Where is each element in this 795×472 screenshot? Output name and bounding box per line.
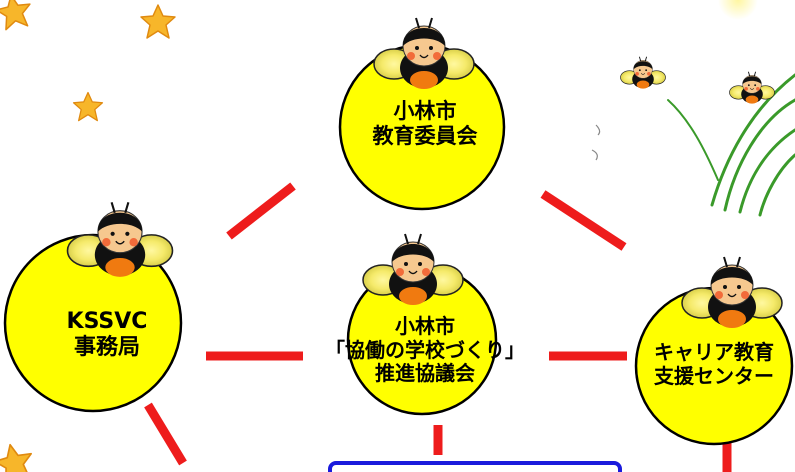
star-icon — [72, 91, 104, 122]
node-label-line: 推進協議会 — [375, 361, 475, 386]
bee-mascot-icon — [362, 233, 464, 306]
node-label-line: 「協働の学校づくり」 — [325, 337, 525, 362]
node-label-kssvc: KSSVC 事務局 — [22, 309, 192, 361]
node-label-line: 小林市 — [395, 314, 455, 338]
grass-icon — [667, 73, 795, 217]
bee-mascot-icon — [681, 256, 783, 329]
bee-mascot-icon — [373, 17, 475, 90]
star-icon — [140, 4, 176, 39]
star-icon — [0, 0, 35, 32]
node-label-line: 事務局 — [73, 334, 140, 360]
node-label-kyoiku-iinkai: 小林市 教育委員会 — [350, 99, 500, 149]
bottom-box — [328, 461, 622, 472]
bee-mascot-icon — [620, 56, 666, 90]
connector-kssvc-down — [144, 402, 187, 466]
star-icon — [0, 439, 37, 472]
node-label-line: 教育委員会 — [372, 123, 478, 148]
connector-kyoiku-career — [540, 190, 627, 251]
node-label-line: KSSVC — [66, 309, 148, 334]
bee-mascot-icon — [66, 201, 174, 278]
node-label-kyogikai: 小林市 「協働の学校づくり」 推進協議会 — [300, 314, 550, 386]
connector-kyoiku-kssvc — [226, 182, 296, 240]
connector-lines — [144, 182, 732, 472]
node-label-line: キャリア教育 — [654, 340, 774, 364]
node-label-line: 小林市 — [393, 99, 457, 123]
node-label-line: 支援センター — [654, 363, 774, 388]
node-label-career-center: キャリア教育 支援センター — [636, 340, 792, 388]
flight-trail — [591, 124, 601, 161]
bee-mascot-icon — [729, 71, 775, 105]
light-glow — [718, 0, 758, 20]
